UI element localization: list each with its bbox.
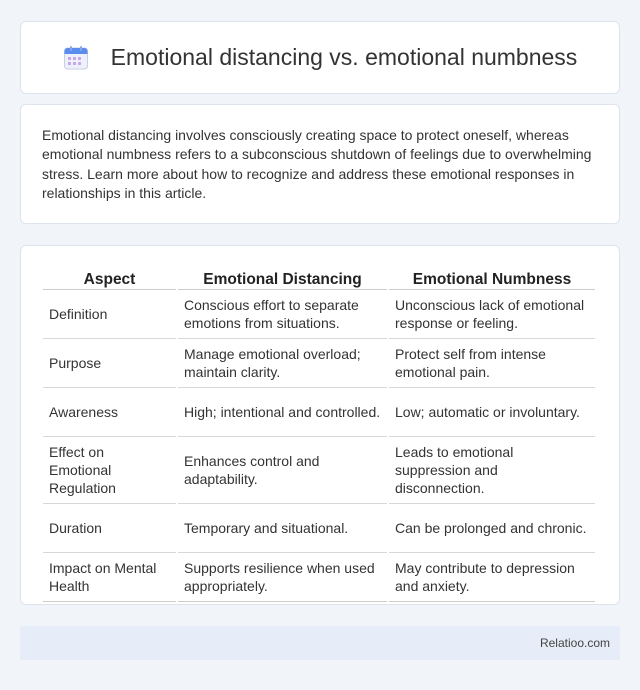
table-row: Definition Conscious effort to separate … (43, 290, 595, 339)
table-cell: Enhances control and adaptability. (178, 437, 387, 504)
column-header-numbness: Emotional Numbness (389, 266, 595, 290)
table-cell: Effect on Emotional Regulation (43, 437, 176, 504)
header: Emotional distancing vs. emotional numbn… (63, 44, 578, 71)
table-row: Duration Temporary and situational. Can … (43, 504, 595, 553)
table-cell: Unconscious lack of emotional response o… (389, 290, 595, 339)
table-header-row: Aspect Emotional Distancing Emotional Nu… (43, 266, 595, 290)
table-cell: Duration (43, 504, 176, 553)
intro-paragraph: Emotional distancing involves consciousl… (42, 127, 592, 201)
header-card: Emotional distancing vs. emotional numbn… (20, 21, 620, 94)
table-cell: Temporary and situational. (178, 504, 387, 553)
table-cell: Manage emotional overload; maintain clar… (178, 339, 387, 388)
table-row: Impact on Mental Health Supports resilie… (43, 553, 595, 602)
table-cell: May contribute to depression and anxiety… (389, 553, 595, 602)
column-header-aspect: Aspect (43, 266, 176, 290)
page-title: Emotional distancing vs. emotional numbn… (110, 44, 578, 70)
table-cell: Can be prolonged and chronic. (389, 504, 595, 553)
table-cell: High; intentional and controlled. (178, 388, 387, 437)
table-cell: Leads to emotional suppression and disco… (389, 437, 595, 504)
table-card: Aspect Emotional Distancing Emotional Nu… (20, 245, 620, 605)
table-cell: Awareness (43, 388, 176, 437)
table-cell: Supports resilience when used appropriat… (178, 553, 387, 602)
column-header-distancing: Emotional Distancing (178, 266, 387, 290)
table-cell: Impact on Mental Health (43, 553, 176, 602)
intro-card: Emotional distancing involves consciousl… (20, 104, 620, 224)
comparison-table: Aspect Emotional Distancing Emotional Nu… (41, 266, 597, 602)
table-cell: Purpose (43, 339, 176, 388)
calendar-icon (63, 45, 88, 69)
table-row: Purpose Manage emotional overload; maint… (43, 339, 595, 388)
table-cell: Low; automatic or involuntary. (389, 388, 595, 437)
table-cell: Protect self from intense emotional pain… (389, 339, 595, 388)
footer: Relatioo.com (20, 626, 620, 660)
table-row: Effect on Emotional Regulation Enhances … (43, 437, 595, 504)
table-row: Awareness High; intentional and controll… (43, 388, 595, 437)
table-cell: Definition (43, 290, 176, 339)
footer-brand: Relatioo.com (539, 636, 610, 650)
table-cell: Conscious effort to separate emotions fr… (178, 290, 387, 339)
